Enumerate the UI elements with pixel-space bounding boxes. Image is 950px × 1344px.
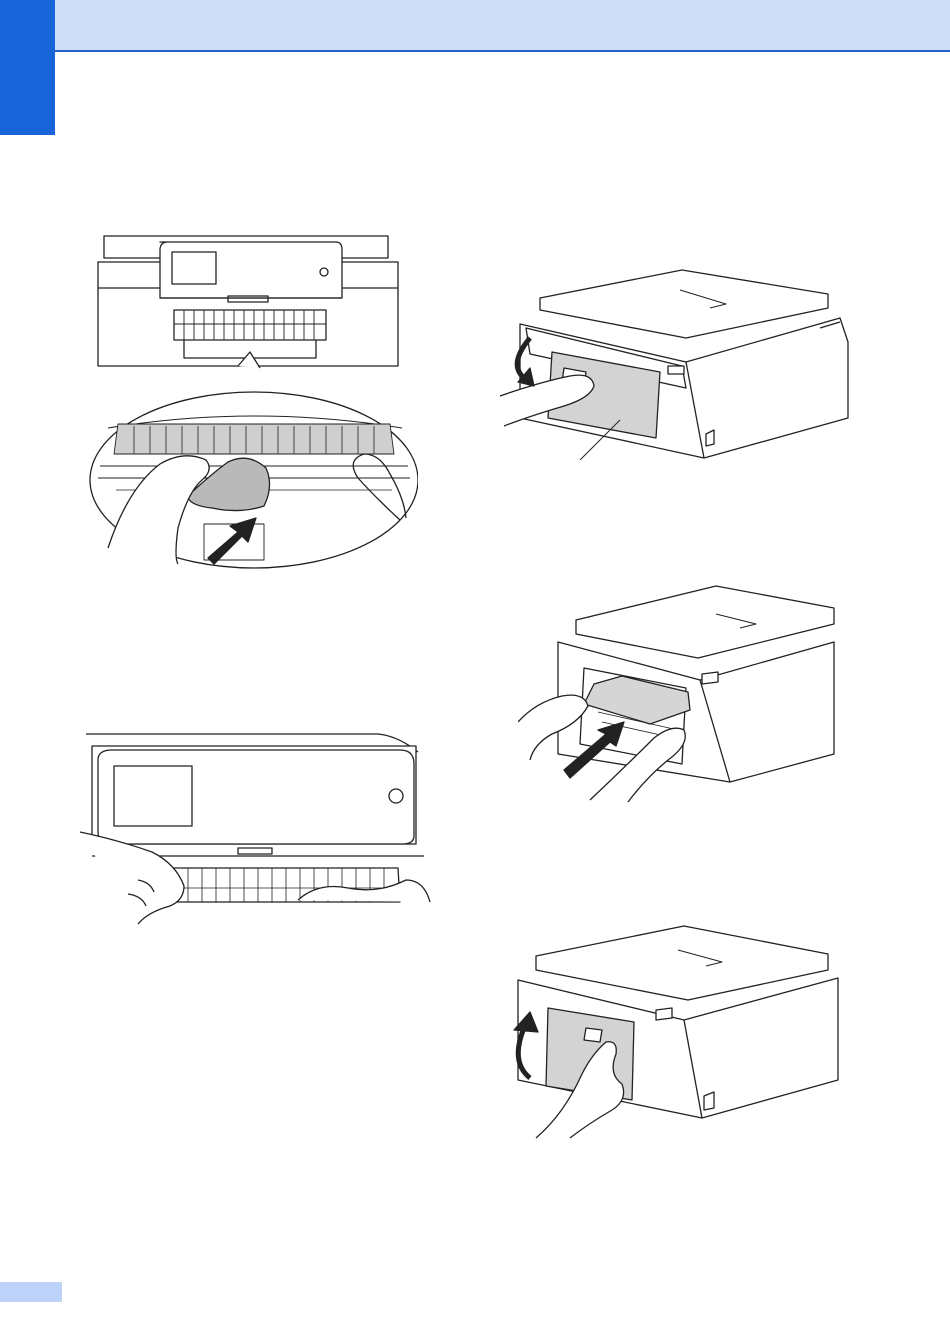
header-band: [0, 0, 950, 52]
front-jam-closeup-illustration: [88, 228, 418, 573]
rear-paper-removal-illustration: [518, 584, 836, 804]
page-number-tab: [0, 1282, 62, 1302]
rear-cover-close-illustration: [508, 924, 842, 1142]
front-feed-rollers-illustration: [78, 730, 434, 928]
chapter-tab: [0, 0, 55, 135]
rear-cover-open-illustration: [500, 268, 852, 460]
